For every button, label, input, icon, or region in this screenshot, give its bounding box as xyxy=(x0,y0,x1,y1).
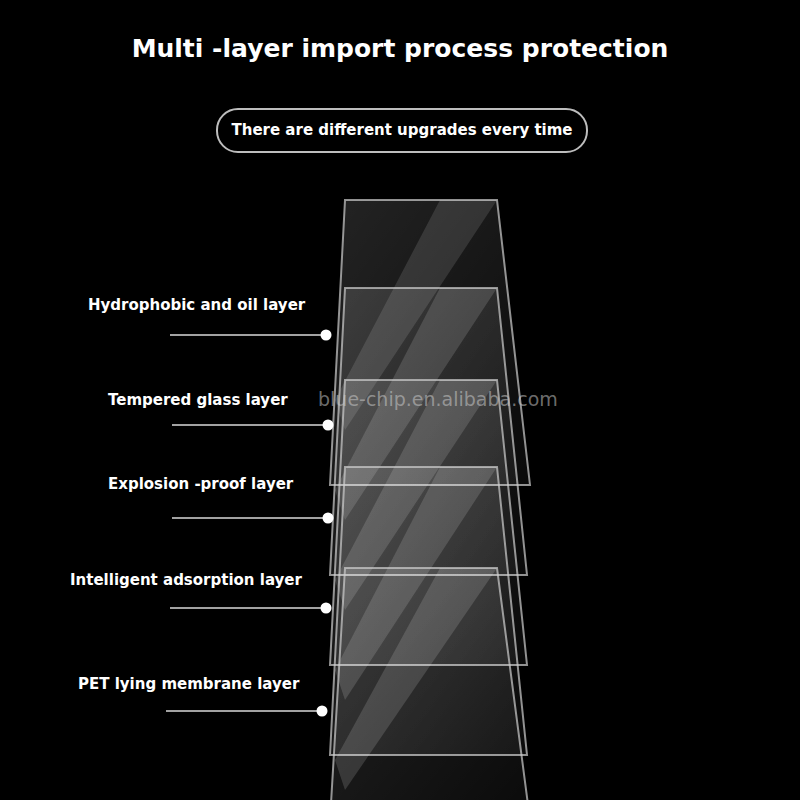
watermark: blue-chip.en.alibaba.com xyxy=(318,388,558,410)
layer-label: Hydrophobic and oil layer xyxy=(88,296,305,314)
glass-plate xyxy=(330,568,530,800)
pill-text: There are different upgrades every time xyxy=(231,121,572,139)
layer-label: Intelligent adsorption layer xyxy=(70,571,302,589)
leader-lines xyxy=(166,330,334,717)
layer-label: Explosion -proof layer xyxy=(108,475,293,493)
layer-label: Tempered glass layer xyxy=(108,391,288,409)
upgrade-pill: There are different upgrades every time xyxy=(216,108,587,153)
diagram-title: Multi -layer import process protection xyxy=(132,34,669,63)
layer-label: PET lying membrane layer xyxy=(78,675,299,693)
